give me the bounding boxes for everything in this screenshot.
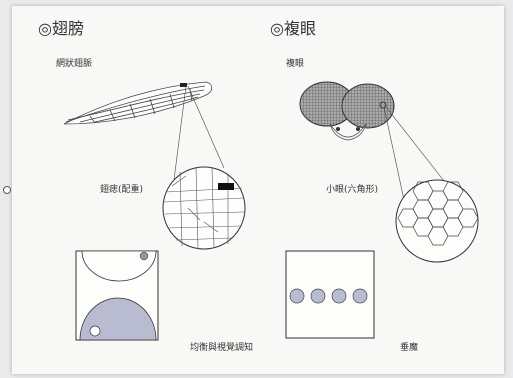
eye-subtitle: 複眼 — [286, 57, 304, 69]
wing-zoom-circle — [162, 166, 246, 250]
eye-callout-line — [383, 106, 405, 201]
wing-callout-line — [187, 85, 225, 169]
eye-title: ◎複眼 — [270, 19, 316, 38]
eye-zoom-circle — [395, 179, 479, 263]
eye-zoom-label: 小眼(六角形) — [326, 183, 378, 195]
wing-zoom-label: 翅痣(配重) — [100, 183, 143, 195]
compound-eye-head — [299, 81, 395, 141]
balance-diagram-box — [75, 250, 159, 341]
overlap-label: 垂魔 — [400, 341, 418, 353]
wing-subtitle: 網狀翅脈 — [56, 57, 92, 69]
wing-pterostigma-mark — [180, 83, 187, 87]
edge-marker — [3, 186, 11, 194]
balance-label: 均衡與視覺調知 — [190, 341, 253, 353]
wing-title: ◎翅膀 — [38, 19, 84, 38]
dragonfly-wing — [63, 81, 213, 125]
wing-callout-line — [173, 85, 187, 181]
eye-callout-line — [385, 106, 449, 187]
overlap-diagram-box — [285, 250, 375, 339]
